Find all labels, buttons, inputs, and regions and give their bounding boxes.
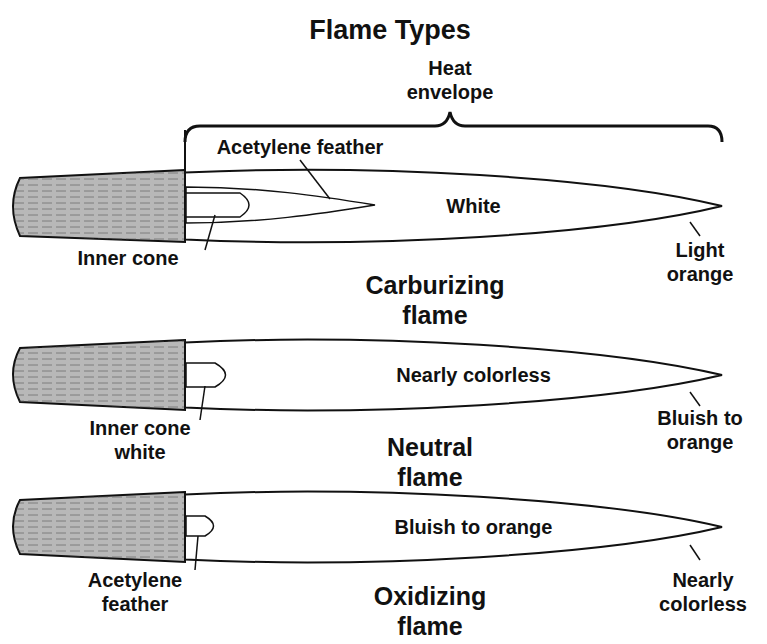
part-label: Acetylene feather [70, 568, 200, 616]
inner-cone [186, 193, 249, 217]
flame-name: Oxidizing flame [355, 581, 505, 641]
leader-lines [195, 160, 700, 570]
part-label: Inner cone [77, 246, 178, 270]
flame-envelope: Bluish to orange [185, 490, 722, 564]
part-label: Acetylene feather [217, 135, 384, 159]
flame-envelope: White [185, 168, 722, 244]
diagram-title: Flame Types [309, 14, 471, 46]
color-label: Light orange [645, 238, 755, 286]
torch-tip [13, 170, 185, 242]
part-label: Inner cone white [70, 416, 210, 464]
flame-name: Neutral flame [365, 432, 495, 492]
inner-cone [186, 516, 214, 536]
heat-envelope-label: Heat envelope [400, 56, 500, 104]
color-label: Nearly colorless [643, 568, 763, 616]
inner-cone [186, 363, 226, 387]
torch-tip [13, 340, 185, 410]
flame-color-label: Bluish to orange [395, 516, 553, 539]
flame-color-label: White [446, 195, 500, 218]
flame-color-label: Nearly colorless [396, 364, 551, 387]
flame-envelope: Nearly colorless [185, 338, 722, 412]
torch-tip [13, 492, 185, 562]
color-label: Bluish to orange [640, 406, 760, 454]
flame-name: Carburizing flame [345, 270, 525, 330]
